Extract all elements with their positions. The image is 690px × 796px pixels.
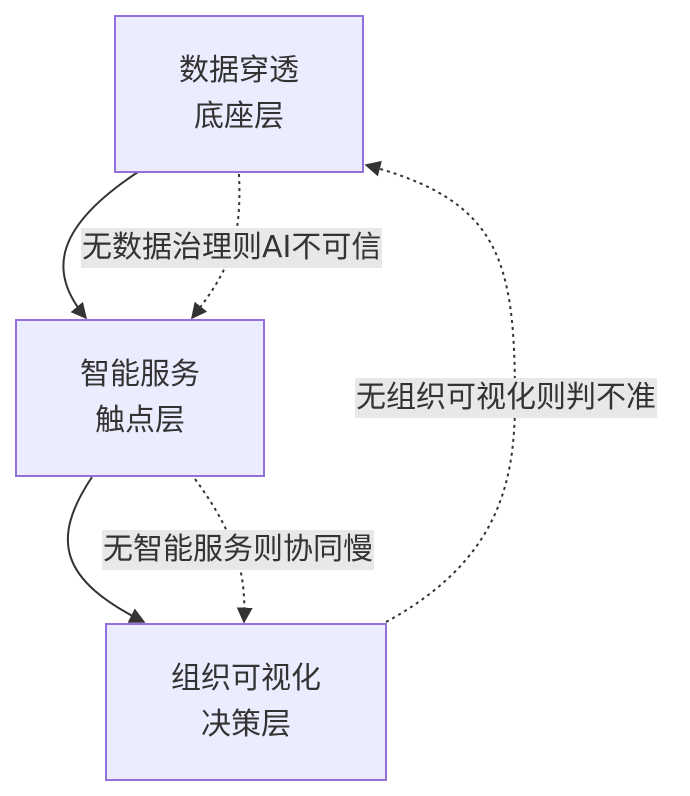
edge-data-to-service-solid (62, 171, 139, 320)
node-org-line1: 组织可视化 (171, 661, 321, 696)
edge-service-to-org-solid (66, 476, 146, 623)
edge-service-to-org-dotted (194, 478, 253, 624)
node-service-layer: 智能服务 触点层 (15, 319, 265, 477)
edge-label-service-to-org: 无智能服务则协同慢 (102, 530, 374, 570)
edge-label-data-to-service: 无数据治理则AI不可信 (81, 228, 383, 268)
node-service-line2: 触点层 (95, 403, 185, 438)
node-org-layer: 组织可视化 决策层 (105, 623, 387, 781)
node-service-line1: 智能服务 (80, 357, 200, 392)
node-data-layer: 数据穿透 底座层 (114, 15, 364, 173)
node-org-line2: 决策层 (201, 707, 291, 742)
node-data-line2: 底座层 (194, 99, 284, 134)
edge-label-org-to-data: 无组织可视化则判不准 (355, 378, 657, 418)
node-data-line1: 数据穿透 (179, 53, 299, 88)
